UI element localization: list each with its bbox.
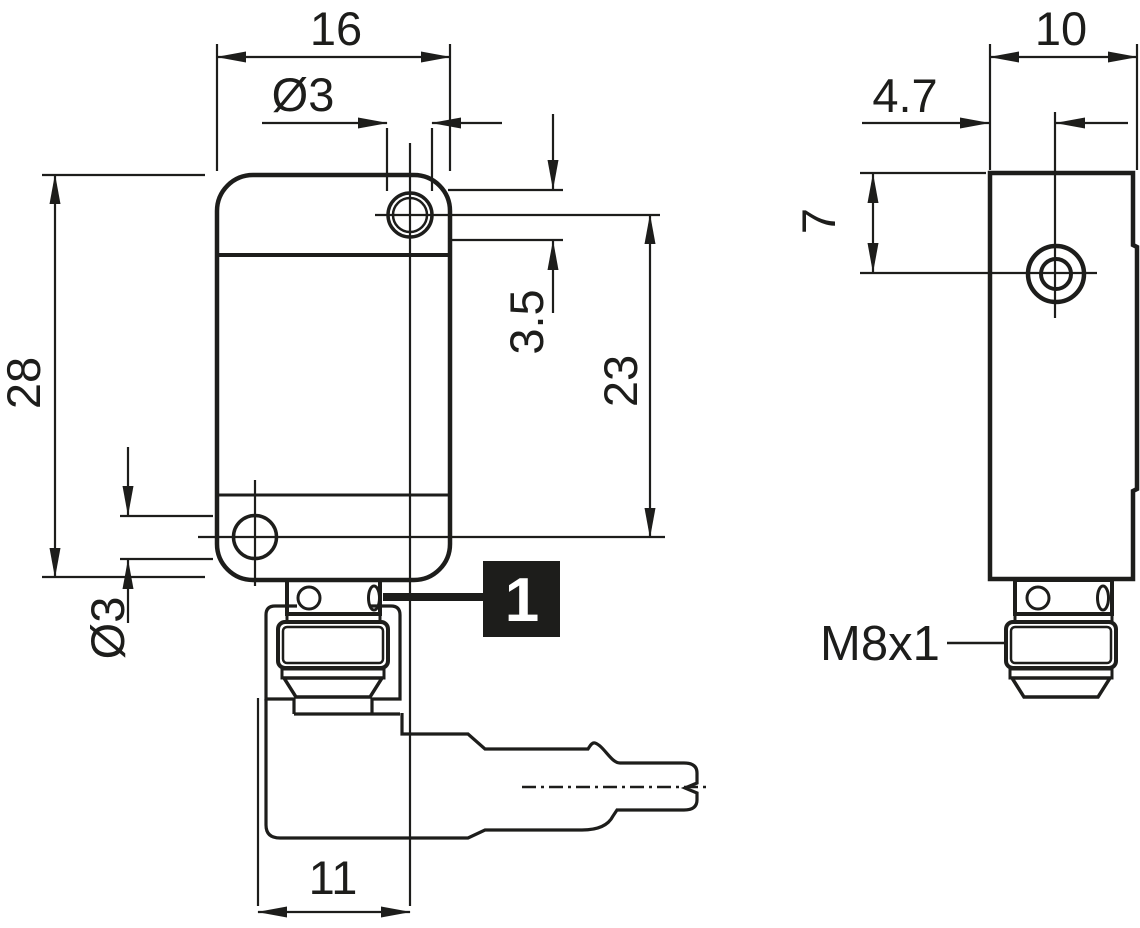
dim-side-hole-offset-x: 4.7 bbox=[872, 69, 937, 122]
front-collar-hole-side bbox=[367, 584, 381, 612]
side-view bbox=[987, 170, 1140, 699]
side-m8-nut-outer bbox=[1004, 620, 1118, 670]
dim-front-top-hole-dia: Ø3 bbox=[272, 68, 335, 121]
thread-label-group: M8x1 bbox=[820, 617, 1005, 671]
side-collar-hole-side bbox=[1096, 584, 1110, 612]
callout-number: 1 bbox=[505, 566, 539, 635]
cable-connector-body-and-cable bbox=[264, 699, 699, 840]
dim-front-top-hole-offset: 3.5 bbox=[500, 289, 553, 354]
side-m8-taper bbox=[1008, 676, 1114, 699]
front-m8-nut-outer bbox=[276, 620, 390, 670]
front-collar bbox=[285, 578, 382, 616]
side-dimensions: 10 4.7 7 bbox=[792, 2, 1139, 318]
cable-connector-hook-right bbox=[369, 604, 402, 714]
dim-side-hole-offset-y: 7 bbox=[792, 208, 845, 234]
front-collar-hole bbox=[296, 585, 322, 611]
dim-front-connector-offset: 11 bbox=[309, 851, 358, 904]
side-body-outline bbox=[987, 170, 1140, 582]
side-collar-hole bbox=[1025, 585, 1051, 611]
front-dimensions: 16 Ø3 28 3.5 23 Ø3 11 bbox=[0, 2, 665, 918]
dim-front-height: 28 bbox=[0, 357, 50, 409]
side-m8-nut-inner bbox=[1009, 625, 1113, 665]
front-m8-taper bbox=[280, 676, 386, 699]
front-view bbox=[214, 172, 711, 840]
callout-box bbox=[483, 561, 560, 637]
dim-front-bottom-hole-dia: Ø3 bbox=[81, 597, 134, 660]
dim-front-width: 16 bbox=[310, 2, 362, 55]
dim-side-width: 10 bbox=[1035, 2, 1087, 55]
cable-connector-hook-left bbox=[264, 604, 297, 714]
front-m8-nut-inner bbox=[281, 625, 385, 665]
thread-label: M8x1 bbox=[820, 617, 940, 671]
callout-1: 1 bbox=[383, 561, 560, 637]
dim-front-hole-spacing: 23 bbox=[594, 355, 647, 407]
